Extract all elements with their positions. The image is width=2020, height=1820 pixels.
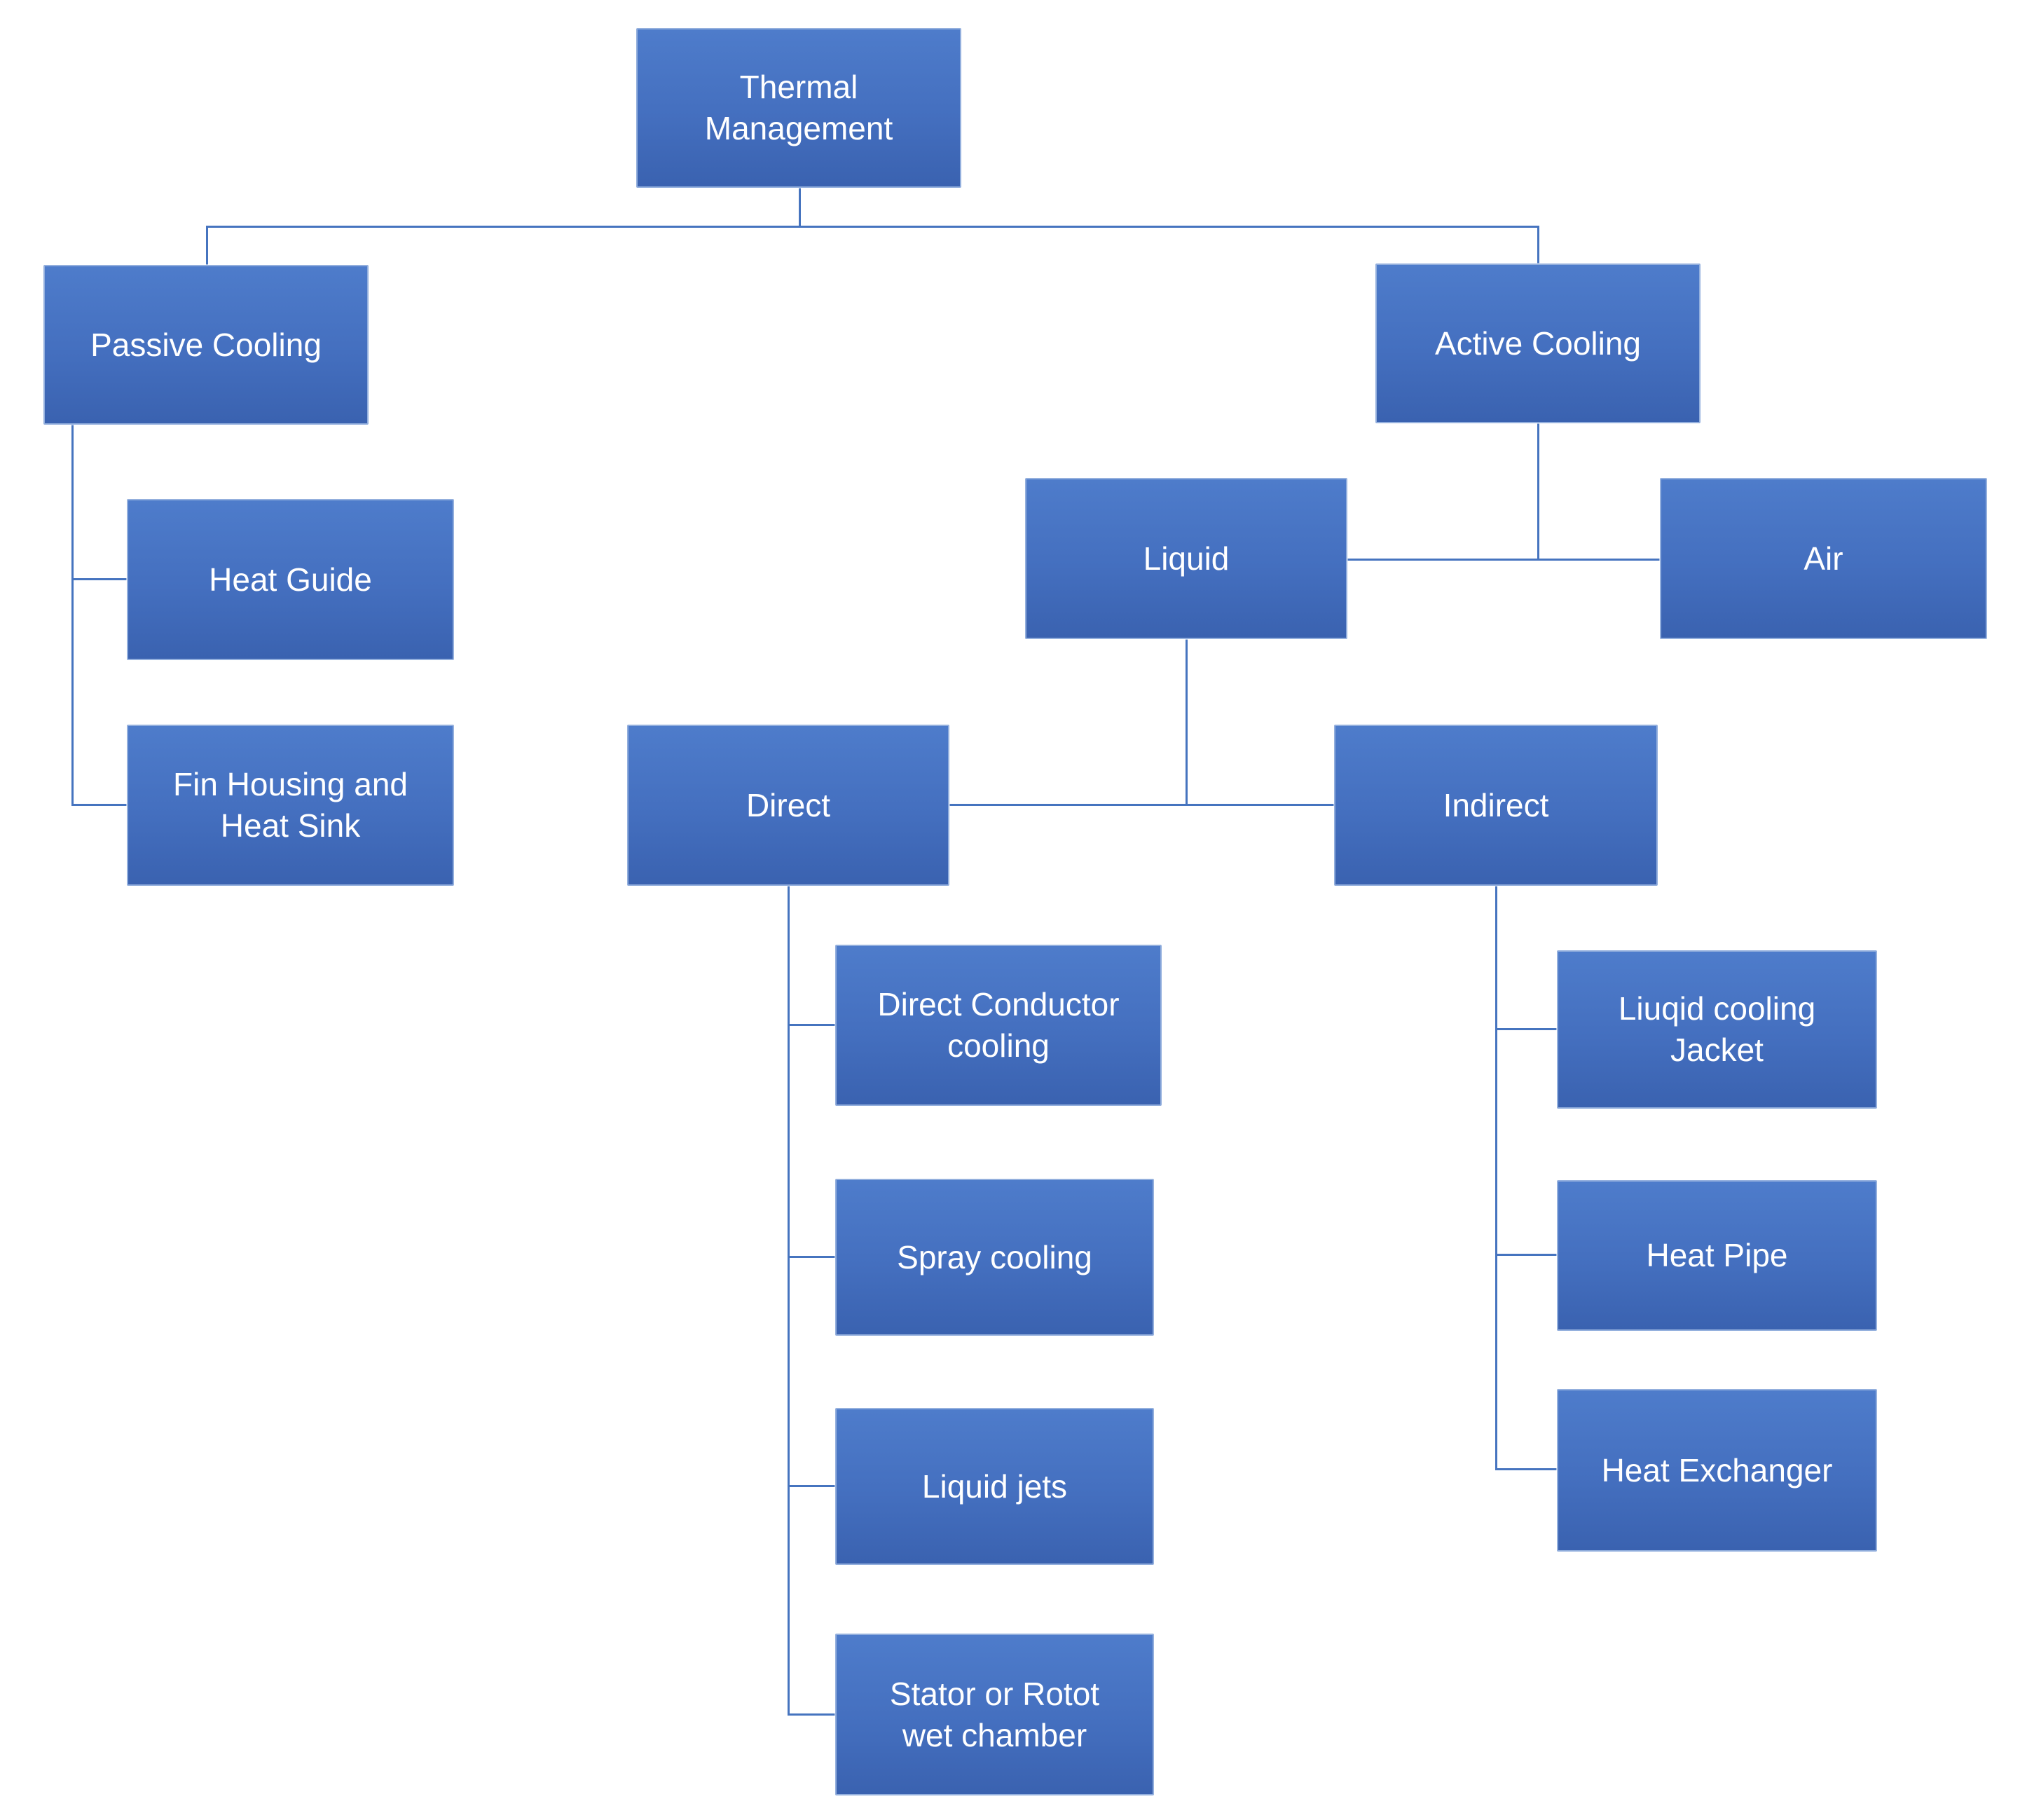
node-heat-guide: Heat Guide — [127, 499, 454, 660]
connector-liquid-stem — [1186, 639, 1188, 805]
node-label-active-cooling: Active Cooling — [1434, 324, 1642, 362]
connector-liuqid-jacket-branch — [1495, 1028, 1557, 1030]
connector-liquid-jets-branch — [788, 1485, 835, 1487]
connector-indirect-trunk — [1495, 886, 1497, 1470]
connector-passive-drop — [206, 226, 208, 265]
connector-heat-exchanger-branch — [1495, 1468, 1557, 1470]
connector-active-drop — [1537, 226, 1539, 264]
node-label-passive-cooling: Passive Cooling — [90, 326, 322, 363]
connector-stator-branch — [788, 1713, 835, 1716]
node-label-liuqid-cooling-jacket: Liuqid cooling Jacket — [1618, 990, 1816, 1068]
node-label-direct: Direct — [746, 786, 831, 823]
connector-top-horizontal — [206, 226, 1539, 228]
connector-direct-indirect-horizontal — [949, 804, 1334, 806]
node-label-liquid-jets: Liquid jets — [921, 1467, 1068, 1505]
node-passive-cooling: Passive Cooling — [43, 265, 369, 425]
node-thermal-management: Thermal Management — [636, 28, 961, 188]
connector-passive-trunk — [71, 425, 74, 806]
node-spray-cooling: Spray cooling — [835, 1179, 1154, 1336]
node-heat-exchanger: Heat Exchanger — [1557, 1389, 1877, 1552]
node-direct-conductor-cooling: Direct Conductor cooling — [835, 945, 1162, 1106]
node-active-cooling: Active Cooling — [1375, 264, 1700, 423]
node-label-heat-pipe: Heat Pipe — [1646, 1237, 1788, 1274]
node-label-direct-conductor-cooling: Direct Conductor cooling — [877, 986, 1120, 1064]
node-liquid-jets: Liquid jets — [835, 1408, 1154, 1565]
node-label-spray-cooling: Spray cooling — [897, 1238, 1092, 1275]
node-label-fin-housing-heat-sink: Fin Housing and Heat Sink — [173, 766, 408, 844]
connector-liquid-air-horizontal — [1347, 559, 1660, 561]
connector-fin-housing-branch — [71, 804, 127, 806]
node-label-liquid: Liquid — [1143, 540, 1230, 577]
node-label-thermal-management: Thermal Management — [704, 69, 893, 146]
node-heat-pipe: Heat Pipe — [1557, 1180, 1877, 1331]
node-liquid: Liquid — [1025, 478, 1347, 639]
node-direct: Direct — [627, 725, 949, 886]
node-air: Air — [1660, 478, 1987, 639]
connector-direct-conductor-branch — [788, 1024, 835, 1026]
node-label-stator-or-rotot-wet-chamber: Stator or Rotot wet chamber — [889, 1675, 1100, 1753]
connector-spray-cooling-branch — [788, 1256, 835, 1258]
connector-active-lower-trunk — [1537, 423, 1539, 561]
node-stator-or-rotot-wet-chamber: Stator or Rotot wet chamber — [835, 1634, 1154, 1795]
node-liuqid-cooling-jacket: Liuqid cooling Jacket — [1557, 950, 1877, 1109]
node-label-indirect: Indirect — [1443, 786, 1549, 823]
node-fin-housing-heat-sink: Fin Housing and Heat Sink — [127, 725, 454, 886]
node-label-heat-exchanger: Heat Exchanger — [1601, 1451, 1833, 1489]
connector-thermal-stem — [799, 188, 801, 228]
node-label-air: Air — [1803, 540, 1843, 577]
connector-heat-guide-branch — [71, 578, 127, 580]
connector-direct-trunk — [788, 886, 790, 1716]
node-label-heat-guide: Heat Guide — [209, 561, 372, 598]
connector-heat-pipe-branch — [1495, 1254, 1557, 1256]
node-indirect: Indirect — [1334, 725, 1658, 886]
